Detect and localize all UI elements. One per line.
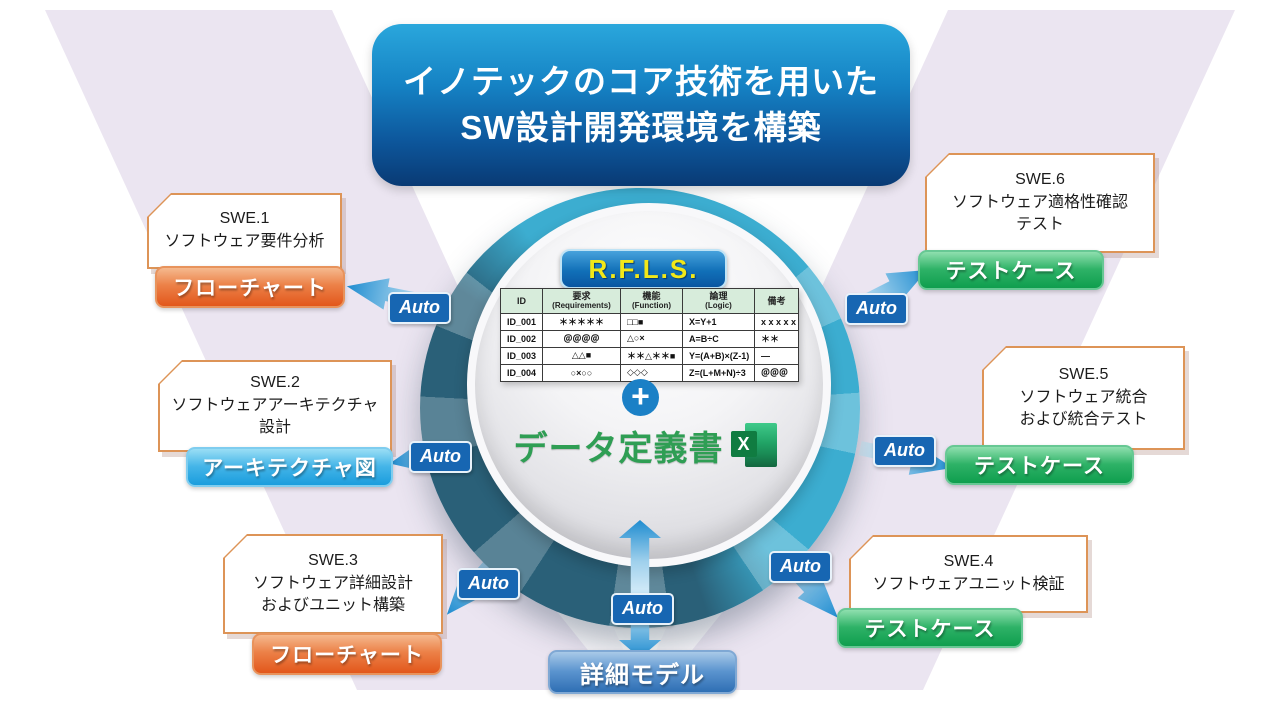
swe6-title: SWE.6 — [1015, 170, 1065, 188]
rfls-badge: R.F.L.S. — [560, 249, 727, 289]
title-banner: イノテックのコア技術を用いた SW設計開発環境を構築 — [372, 24, 910, 186]
process-box-swe4: SWE.4 ソフトウェアユニット検証 — [849, 535, 1088, 613]
process-box-swe3: SWE.3 ソフトウェア詳細設計 およびユニット構築 — [223, 534, 443, 634]
swe4-desc: ソフトウェアユニット検証 — [872, 576, 1065, 593]
auto-badge-swe4: Auto — [769, 551, 832, 583]
process-box-swe5: SWE.5 ソフトウェア統合 および統合テスト — [982, 346, 1185, 450]
table-row: ID_004○×○○◇◇◇Z=(L+M+N)÷3＠＠＠ — [500, 363, 799, 382]
swe5-desc2: および統合テスト — [1019, 411, 1148, 429]
swe6-desc: ソフトウェア適格性確認 — [951, 193, 1128, 211]
artifact-tag-swe4-testcase: テストケース — [837, 608, 1023, 648]
artifact-tag-swe3-flowchart: フローチャート — [252, 633, 442, 675]
auto-badge-swe6: Auto — [845, 293, 908, 325]
artifact-tag-swe5-testcase: テストケース — [945, 445, 1134, 485]
excel-icon: X — [730, 423, 777, 467]
col-header-logic: 論理(Logic) — [682, 288, 755, 314]
plus-icon: + — [622, 379, 659, 416]
data-definition-label: データ定義書 — [513, 429, 724, 468]
process-box-swe6: SWE.6 ソフトウェア適格性確認 テスト — [925, 153, 1155, 253]
auto-badge-bottom: Auto — [611, 593, 674, 625]
rfls-table-header-row: ID 要求(Requirements) 機能(Function) 論理(Logi… — [500, 288, 799, 314]
swe2-desc2: 設計 — [258, 419, 291, 437]
title-line-2: SW設計開発環境を構築 — [460, 109, 822, 146]
auto-badge-swe2: Auto — [409, 441, 472, 473]
process-box-swe2: SWE.2 ソフトウェアアーキテクチャ 設計 — [158, 360, 392, 452]
excel-x-letter: X — [730, 431, 757, 457]
artifact-tag-swe1-flowchart: フローチャート — [155, 266, 345, 308]
swe3-title: SWE.3 — [308, 551, 358, 569]
swe4-title: SWE.4 — [943, 553, 994, 571]
auto-badge-swe3: Auto — [457, 568, 520, 600]
artifact-tag-swe6-testcase: テストケース — [918, 250, 1104, 290]
artifact-tag-swe2-architecture: アーキテクチャ図 — [186, 447, 393, 487]
swe1-title: SWE.1 — [219, 210, 270, 228]
swe3-desc: ソフトウェア詳細設計 — [252, 574, 413, 592]
swe5-desc: ソフトウェア統合 — [1019, 388, 1148, 406]
swe1-desc: ソフトウェア要件分析 — [164, 233, 325, 250]
process-box-swe1: SWE.1 ソフトウェア要件分析 — [147, 193, 342, 269]
auto-badge-swe5: Auto — [873, 435, 936, 467]
swe5-title: SWE.5 — [1058, 365, 1109, 383]
rfls-table: ID 要求(Requirements) 機能(Function) 論理(Logi… — [500, 288, 799, 382]
artifact-tag-detail-model: 詳細モデル — [548, 650, 737, 694]
col-header-function: 機能(Function) — [620, 288, 683, 314]
col-header-note: 備考 — [754, 288, 799, 314]
title-line-1: イノテックのコア技術を用いた — [403, 62, 879, 100]
auto-badge-swe1: Auto — [388, 292, 451, 324]
col-header-requirements: 要求(Requirements) — [542, 288, 621, 314]
data-definition-row: データ定義書 X — [495, 420, 795, 470]
col-header-id: ID — [500, 288, 543, 314]
swe3-desc2: およびユニット構築 — [260, 597, 405, 615]
swe6-desc2: テスト — [1015, 216, 1064, 234]
swe2-title: SWE.2 — [250, 373, 300, 391]
swe2-desc: ソフトウェアアーキテクチャ — [171, 396, 379, 414]
table-row: ID_002＠＠＠＠△○×A=B÷C＊＊ — [500, 329, 799, 348]
table-row: ID_003△△■＊＊△＊＊■Y=(A+B)×(Z-1)― — [500, 346, 799, 365]
